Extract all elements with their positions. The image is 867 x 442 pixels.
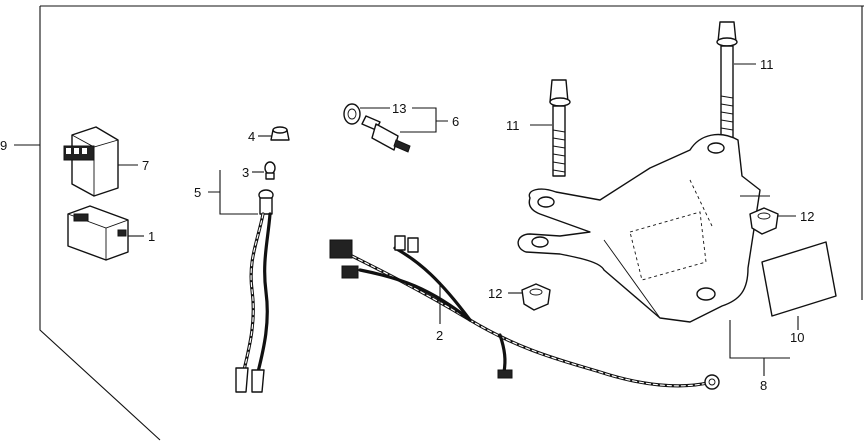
callout-11-left: 11 <box>506 118 520 133</box>
callout-13: 13 <box>392 101 406 116</box>
frame-outline <box>39 5 864 441</box>
washer-13 <box>343 103 361 125</box>
switch-6 <box>361 115 411 153</box>
bolt-11-long <box>716 21 738 147</box>
callout-11-right: 11 <box>760 57 774 72</box>
leader-lines <box>14 63 799 376</box>
label-plate-10 <box>761 241 837 317</box>
callout-9: 9 <box>0 138 7 153</box>
callout-12-right: 12 <box>800 209 814 224</box>
socket-cap-4 <box>270 126 290 141</box>
bolt-11-short <box>549 79 571 177</box>
callout-3: 3 <box>242 165 249 180</box>
block-unit-1 <box>67 205 129 261</box>
bulb-3 <box>264 161 276 180</box>
callout-4: 4 <box>248 129 255 144</box>
socket-wire-5 <box>235 189 274 393</box>
callout-8: 8 <box>760 378 767 393</box>
wire-harness-2 <box>329 235 720 390</box>
callout-2: 2 <box>436 328 443 343</box>
control-unit-7 <box>63 126 119 197</box>
callout-1: 1 <box>148 229 155 244</box>
callout-5: 5 <box>194 185 201 200</box>
callout-10: 10 <box>790 330 804 345</box>
bracket-8 <box>517 133 761 323</box>
callout-labels: 9 7 1 4 3 5 13 6 2 11 11 12 12 10 8 <box>0 57 814 393</box>
callout-12-left: 12 <box>488 286 502 301</box>
callout-7: 7 <box>142 158 149 173</box>
nut-12-right <box>749 207 779 235</box>
callout-6: 6 <box>452 114 459 129</box>
nut-12-left <box>521 283 551 311</box>
